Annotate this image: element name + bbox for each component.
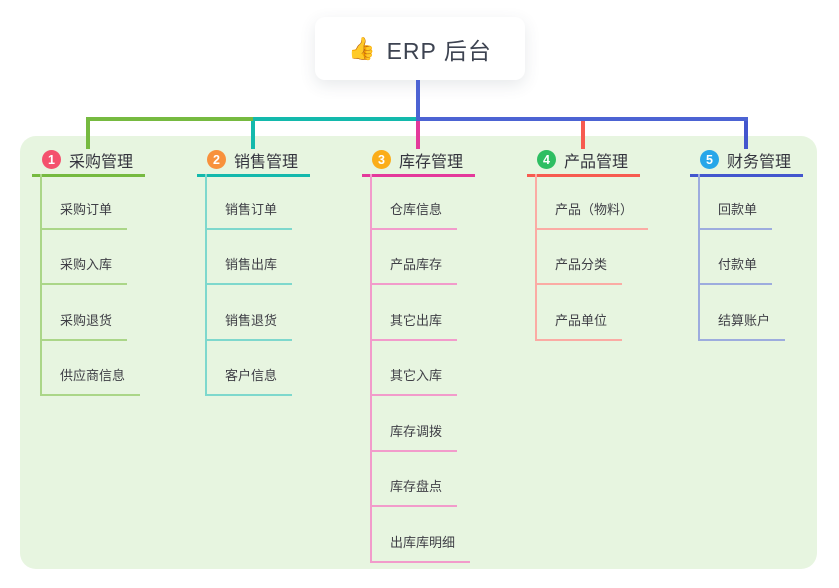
- child-node[interactable]: 产品分类: [537, 230, 623, 285]
- branch-underline: [527, 174, 640, 177]
- child-node-label: 产品库存: [390, 257, 443, 272]
- children-list: 采购订单采购入库采购退货供应商信息: [40, 174, 141, 396]
- root-node-label: ERP 后台: [386, 37, 492, 64]
- children-list: 产品（物料） 产品分类产品单位: [535, 174, 649, 341]
- child-node[interactable]: 出库库明细: [372, 507, 471, 563]
- child-node[interactable]: 客户信息: [207, 341, 293, 396]
- branches-background-panel: [20, 136, 817, 569]
- child-node[interactable]: 销售退货: [207, 285, 293, 341]
- branch-node-4[interactable]: 4 产品管理: [537, 149, 629, 171]
- branch-underline: [362, 174, 475, 177]
- child-node[interactable]: 结算账户: [700, 285, 786, 341]
- child-node[interactable]: 库存调拨: [372, 396, 458, 452]
- branch-node-1[interactable]: 1 采购管理: [42, 149, 134, 171]
- children-list: 销售订单销售出库销售退货客户信息: [205, 174, 293, 396]
- child-node-label: 结算账户: [718, 312, 771, 328]
- child-node[interactable]: 产品库存: [372, 230, 458, 285]
- branch-drop-connector: [416, 117, 420, 149]
- child-node[interactable]: 采购订单: [42, 174, 128, 230]
- child-node[interactable]: 产品单位: [537, 285, 623, 341]
- branch-label: 产品管理: [564, 153, 629, 171]
- branch-drop-connector: [86, 117, 90, 149]
- spine-segment-left: [86, 117, 253, 121]
- branch-number-badge: 4: [537, 150, 556, 169]
- child-node-label: 产品单位: [555, 312, 608, 328]
- branch-underline: [32, 174, 145, 177]
- branch-label: 采购管理: [69, 153, 134, 171]
- child-node-label: 产品分类: [555, 257, 608, 272]
- child-node-label: 回款单: [718, 201, 758, 217]
- children-list: 仓库信息产品库存其它出库其它入库库存调拨库存盘点出库库明细: [370, 174, 471, 563]
- root-node[interactable]: 👍 ERP 后台: [315, 17, 525, 80]
- branch-drop-connector: [744, 117, 748, 149]
- child-node[interactable]: 其它入库: [372, 341, 458, 396]
- child-node-label: 库存盘点: [390, 479, 443, 494]
- child-node[interactable]: 仓库信息: [372, 174, 458, 230]
- thumbs-up-icon: 👍: [348, 35, 377, 61]
- child-node[interactable]: 产品（物料）: [537, 174, 649, 230]
- child-node[interactable]: 供应商信息: [42, 341, 141, 396]
- branch-number-badge: 5: [700, 150, 719, 169]
- child-node[interactable]: 其它出库: [372, 285, 458, 341]
- child-node-label: 供应商信息: [60, 368, 126, 383]
- child-node[interactable]: 库存盘点: [372, 452, 458, 507]
- spine-segment-middle: [253, 117, 418, 121]
- branch-number-badge: 2: [207, 150, 226, 169]
- child-node-label: 出库库明细: [390, 534, 456, 550]
- child-node[interactable]: 回款单: [700, 174, 773, 230]
- child-node-label: 仓库信息: [390, 201, 443, 217]
- child-node-label: 采购入库: [60, 257, 113, 272]
- branch-label: 库存管理: [399, 153, 464, 171]
- child-node-label: 销售退货: [225, 312, 278, 328]
- children-list: 回款单付款单结算账户: [698, 174, 786, 341]
- branch-number-badge: 3: [372, 150, 391, 169]
- child-node[interactable]: 采购入库: [42, 230, 128, 285]
- child-node-label: 采购退货: [60, 312, 113, 328]
- child-node[interactable]: 销售出库: [207, 230, 293, 285]
- branch-underline: [197, 174, 310, 177]
- child-node-label: 采购订单: [60, 201, 113, 217]
- child-node-label: 销售订单: [225, 201, 278, 217]
- spine-segment-right: [418, 117, 748, 121]
- child-node-label: 产品（物料）: [555, 201, 634, 217]
- child-node-label: 库存调拨: [390, 423, 443, 439]
- child-node-label: 付款单: [718, 257, 758, 272]
- branch-drop-connector: [581, 117, 585, 149]
- branch-underline: [690, 174, 803, 177]
- branch-node-5[interactable]: 5 财务管理: [700, 149, 792, 171]
- child-node-label: 客户信息: [225, 368, 278, 383]
- branch-label: 财务管理: [727, 153, 792, 171]
- child-node-label: 销售出库: [225, 257, 278, 272]
- child-node-label: 其它入库: [390, 368, 443, 383]
- branch-label: 销售管理: [234, 153, 299, 171]
- branch-drop-connector: [251, 117, 255, 149]
- child-node[interactable]: 付款单: [700, 230, 773, 285]
- branch-node-3[interactable]: 3 库存管理: [372, 149, 464, 171]
- child-node[interactable]: 销售订单: [207, 174, 293, 230]
- child-node-label: 其它出库: [390, 312, 443, 328]
- branch-node-2[interactable]: 2 销售管理: [207, 149, 299, 171]
- root-connector: [416, 80, 420, 121]
- branch-number-badge: 1: [42, 150, 61, 169]
- child-node[interactable]: 采购退货: [42, 285, 128, 341]
